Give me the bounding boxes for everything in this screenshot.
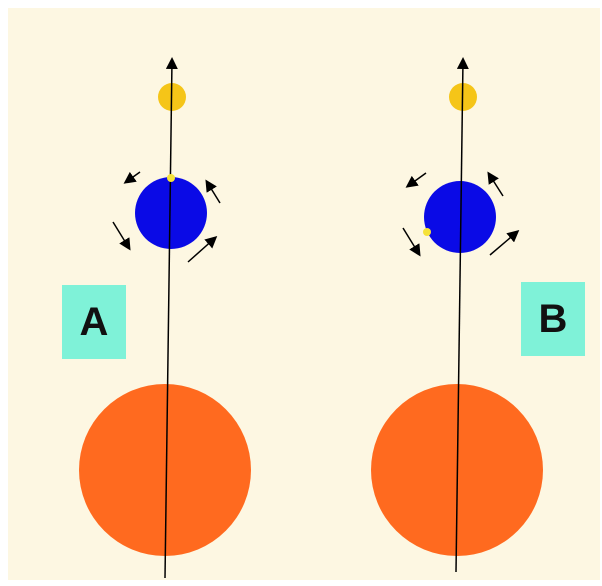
sun-earth-axis-a [164,57,178,579]
earth-b [424,181,496,253]
label-b-text: B [538,296,568,341]
sun-earth-axis-b [455,57,469,573]
label-a-text: A [79,299,109,344]
rotation-arrow-a-4 [205,179,221,204]
surface-marker-b [423,228,431,236]
panel-a [79,57,251,579]
surface-marker-a [167,174,175,182]
sun-a [79,384,251,556]
label-a-box: A [62,285,126,359]
rotation-arrow-a-2 [112,221,131,251]
earth-a [135,177,207,249]
rotation-arrow-b-2 [402,227,421,257]
label-b-box: B [521,282,585,356]
rotation-arrow-b-1 [405,172,427,188]
rotation-arrow-b-3 [489,230,520,256]
rotation-arrow-a-1 [123,171,141,184]
panel-b [371,57,543,573]
rotation-arrow-b-4 [487,171,504,197]
rotation-arrow-a-3 [187,236,218,263]
